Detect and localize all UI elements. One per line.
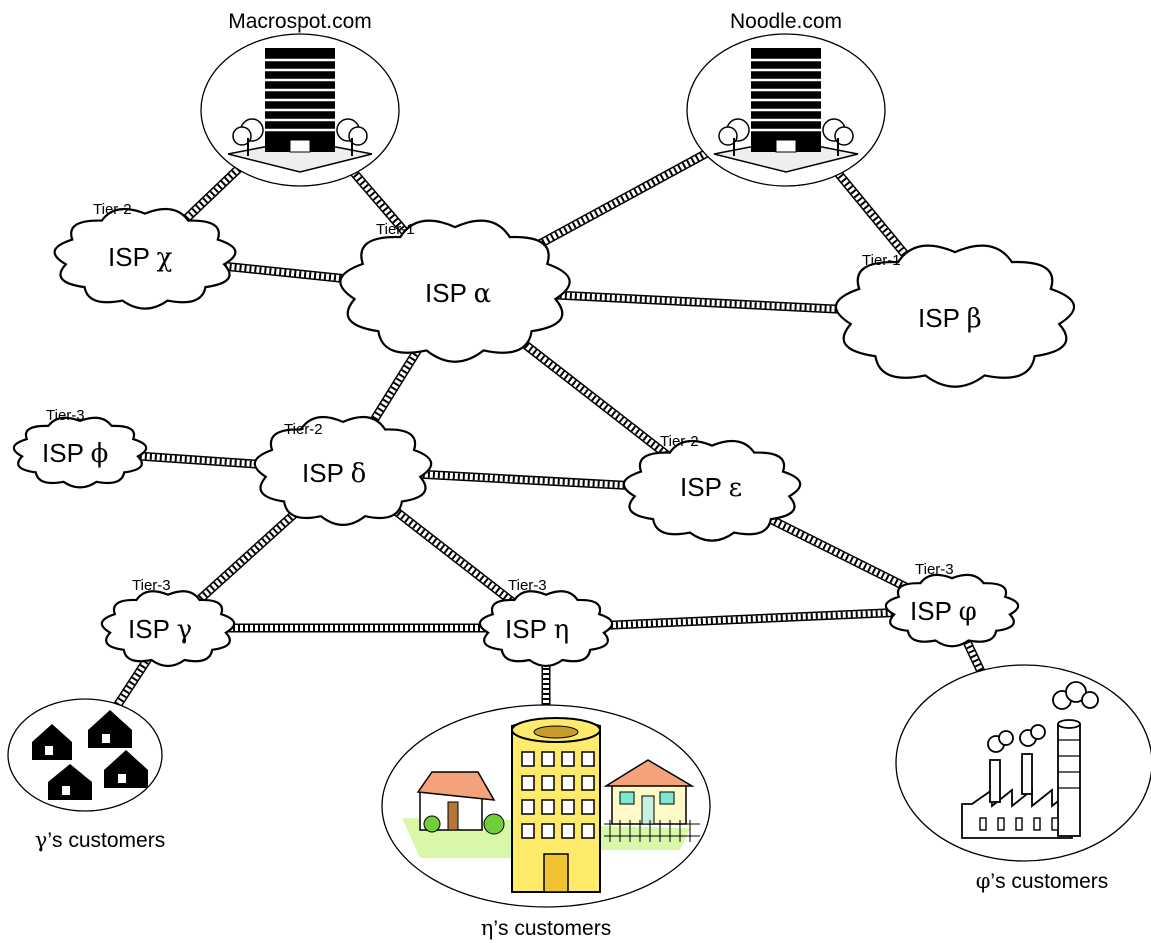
customers-gamma[interactable] bbox=[7, 698, 163, 812]
link-eta-varphi bbox=[545, 605, 953, 633]
isp-alpha-tier: Tier-1 bbox=[376, 221, 415, 238]
customers-eta-label: η’s customers bbox=[481, 916, 611, 940]
cloud-shape bbox=[53, 207, 237, 310]
cloud-shape bbox=[253, 415, 433, 526]
isp-chi-label: ISP χ bbox=[108, 242, 173, 273]
isp-epsilon-label: ISP ε bbox=[680, 472, 742, 503]
customers-varphi[interactable] bbox=[895, 664, 1151, 862]
isp-greek-letter: δ bbox=[351, 459, 367, 489]
isp-prefix: ISP bbox=[918, 303, 967, 333]
isp-prefix: ISP bbox=[910, 596, 959, 626]
links-layer bbox=[79, 106, 1029, 806]
customers-gamma-label: γ’s customers bbox=[35, 828, 165, 852]
isp-delta-label: ISP δ bbox=[302, 458, 366, 489]
houses-icon bbox=[32, 710, 148, 800]
cloud-shape bbox=[100, 590, 236, 668]
isp-greek-letter: ϕ bbox=[91, 439, 109, 469]
isp-greek-letter: β bbox=[967, 304, 982, 334]
isp-beta-tier: Tier-1 bbox=[862, 252, 901, 269]
isp-eta-tier: Tier-3 bbox=[508, 577, 547, 594]
cloud-shape bbox=[12, 416, 148, 489]
isp-alpha-label: ISP α bbox=[425, 278, 491, 309]
isp-prefix: ISP bbox=[425, 278, 474, 308]
site-macrospot[interactable] bbox=[200, 33, 400, 187]
isp-greek-letter: η bbox=[554, 615, 570, 645]
isp-prefix: ISP bbox=[680, 472, 729, 502]
isp-prefix: ISP bbox=[302, 458, 351, 488]
isp-greek-letter: γ bbox=[177, 615, 193, 645]
factory-icon bbox=[961, 681, 1099, 839]
isp-prefix: ISP bbox=[42, 438, 91, 468]
isp-chi-tier: Tier-2 bbox=[93, 201, 132, 218]
isp-varphi-tier: Tier-3 bbox=[915, 561, 954, 578]
isp-greek-letter: ε bbox=[729, 473, 742, 503]
isp-gamma-label: ISP γ bbox=[128, 614, 192, 645]
isp-prefix: ISP bbox=[128, 614, 177, 644]
cloud-shape bbox=[478, 590, 614, 668]
isp-eta-label: ISP η bbox=[505, 614, 569, 645]
site-noodle[interactable] bbox=[686, 33, 886, 187]
isp-phi-tier: Tier-3 bbox=[46, 407, 85, 424]
office-building-icon bbox=[227, 48, 373, 173]
isp-prefix: ISP bbox=[505, 614, 554, 644]
isp-varphi-label: ISP φ bbox=[910, 596, 977, 627]
isp-greek-letter: α bbox=[474, 279, 492, 309]
isp-gamma-tier: Tier-3 bbox=[132, 577, 171, 594]
site-macrospot-label: Macrospot.com bbox=[228, 10, 372, 33]
isp-beta-label: ISP β bbox=[918, 303, 982, 334]
office-building-icon bbox=[713, 48, 859, 173]
cloud-shape bbox=[622, 439, 802, 542]
cloud-shape bbox=[834, 244, 1076, 388]
isp-delta-tier: Tier-2 bbox=[284, 421, 323, 438]
cloud-shape bbox=[339, 219, 571, 363]
isp-epsilon-tier: Tier-2 bbox=[660, 433, 699, 450]
isp-prefix: ISP bbox=[108, 242, 157, 272]
cloud-shape bbox=[884, 573, 1020, 648]
isp-phi-label: ISP ϕ bbox=[42, 438, 108, 469]
site-noodle-label: Noodle.com bbox=[730, 10, 842, 33]
customers-varphi-label: φ’s customers bbox=[976, 869, 1109, 893]
customers-eta[interactable] bbox=[381, 704, 711, 908]
town-buildings-icon bbox=[402, 717, 700, 893]
isp-greek-letter: χ bbox=[157, 243, 173, 273]
isp-greek-letter: φ bbox=[959, 597, 977, 627]
